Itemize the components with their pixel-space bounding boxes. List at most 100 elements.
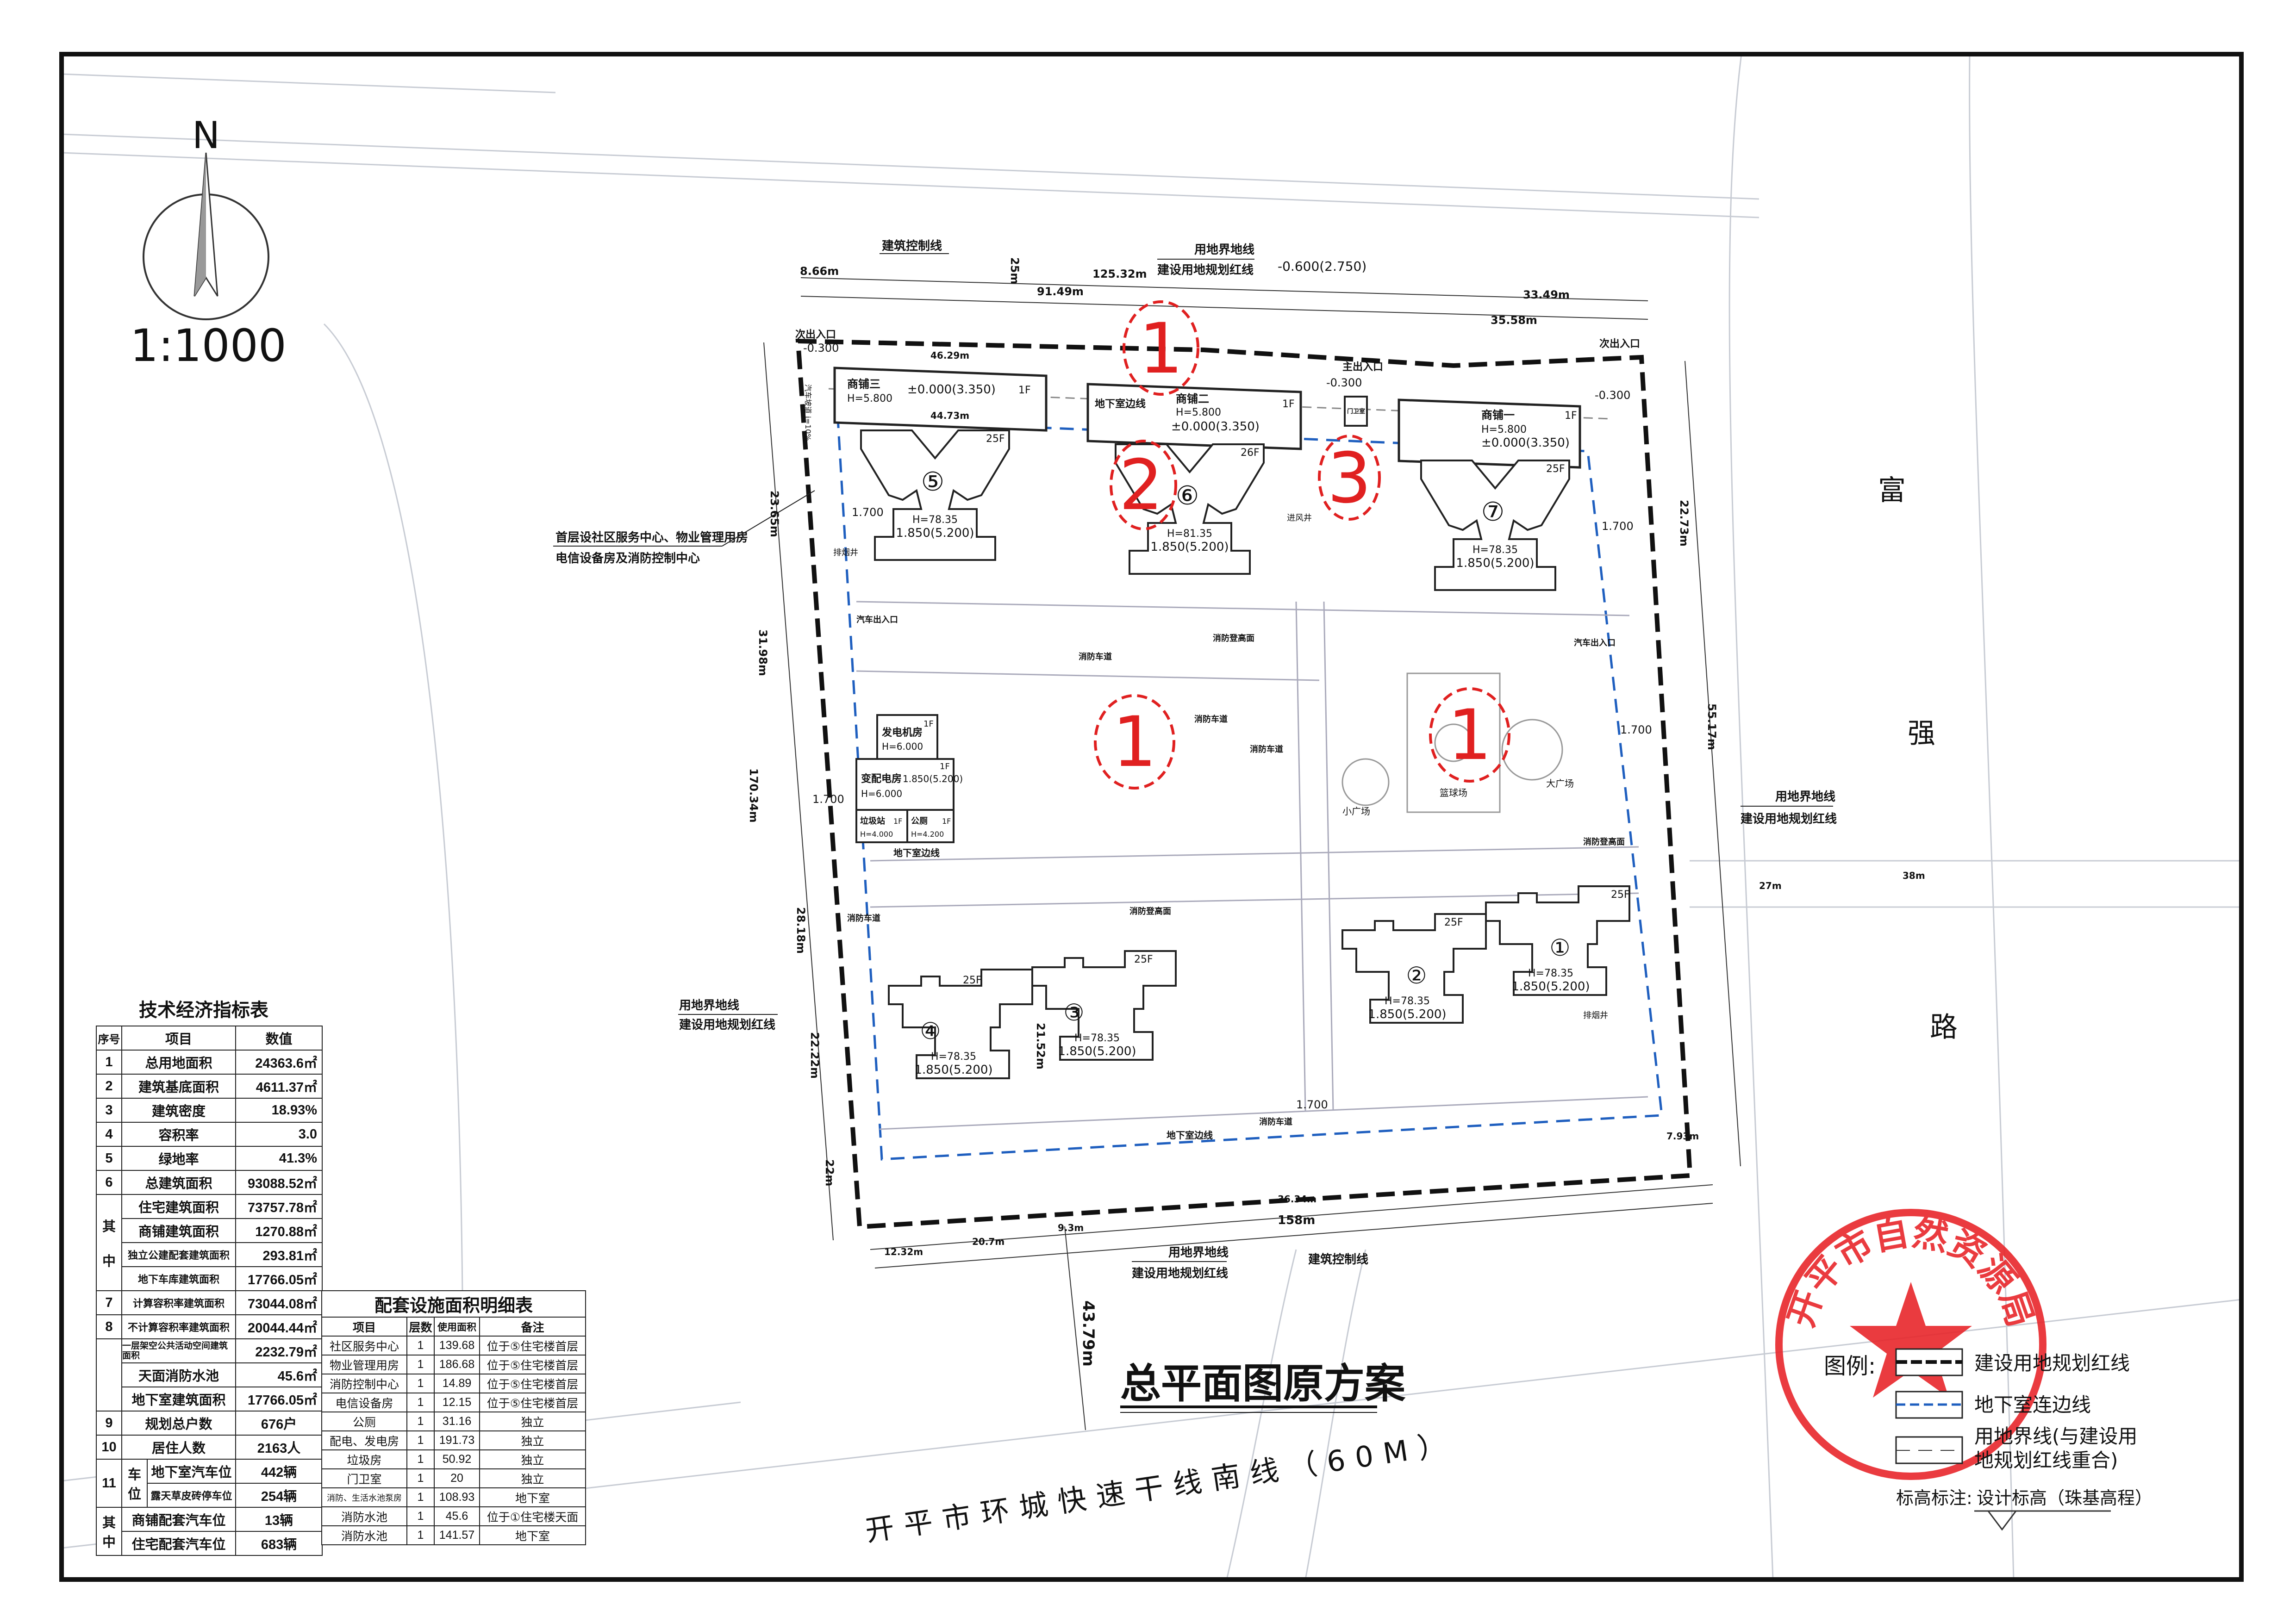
svg-text:H=81.35: H=81.35 [1167,528,1212,540]
svg-text:H=5.800: H=5.800 [1481,424,1527,435]
svg-text:22.22m: 22.22m [808,1032,821,1079]
svg-text:变配电房: 变配电房 [861,773,902,785]
svg-text:建设用地规划红线: 建设用地规划红线 [679,1018,775,1032]
basement-edge-line [836,417,1663,1161]
planning-red-line [795,338,1693,1230]
basement-edge-label: 地下室边线 [1095,398,1146,410]
svg-text:1F: 1F [1565,410,1577,422]
review-marker-numbers: 1 2 3 1 1 [1112,309,1491,783]
dimension-lines [763,277,1741,1430]
svg-text:1.850(5.200): 1.850(5.200) [1368,1007,1446,1021]
facility-name: 门卫室 [321,1468,407,1488]
facility-name: 垃圾房 [321,1449,407,1469]
svg-text:设计标高（珠基高程）: 设计标高（珠基高程） [1977,1488,2152,1508]
svg-text:1.850(5.200): 1.850(5.200) [914,1063,992,1077]
svg-text:③: ③ [1064,999,1085,1026]
svg-text:消防车道: 消防车道 [1079,652,1112,662]
remark: 位于⑤住宅楼首层 [479,1393,586,1412]
svg-text:标高标注:: 标高标注: [1896,1488,1972,1508]
svg-text:H=5.800: H=5.800 [847,393,892,404]
svg-text:地下室边线: 地下室边线 [1167,1130,1213,1141]
svg-text:1F: 1F [893,817,902,826]
svg-text:7.93m: 7.93m [1666,1131,1699,1142]
svg-text:23.65m: 23.65m [768,491,781,537]
svg-text:1: 1 [1139,309,1183,389]
svg-text:商铺二: 商铺二 [1176,392,1209,405]
floors: 1 [406,1336,435,1356]
svg-text:31.98m: 31.98m [756,629,769,676]
svg-text:公厕: 公厕 [911,816,928,826]
svg-text:25F: 25F [1546,463,1565,475]
svg-text:排烟井: 排烟井 [1583,1011,1608,1020]
remark: 位于⑤住宅楼首层 [479,1374,586,1393]
tower-3: ③ 25F H=78.35 1.850(5.200) [1031,950,1177,1061]
svg-text:1.700: 1.700 [1296,1098,1328,1111]
svg-text:25F: 25F [963,975,982,986]
svg-text:25m: 25m [1008,257,1021,284]
tower-4: ④ 25F H=78.35 1.850(5.200) [888,969,1033,1079]
svg-text:±0.000(3.350): ±0.000(3.350) [907,383,996,397]
svg-text:46.29m: 46.29m [930,350,969,361]
scale-label: 1:1000 [130,320,287,372]
svg-text:1.850(5.200): 1.850(5.200) [903,773,963,784]
aux-buildings: 发电机房 H=6.000 1F 变配电房 1.850(5.200) H=6.00… [855,714,963,843]
svg-text:汽车出入口: 汽车出入口 [856,615,898,625]
svg-text:1F: 1F [923,719,934,729]
usable-area: 12.15 [434,1393,480,1412]
svg-text:地规划红线重合): 地规划红线重合) [1974,1449,2118,1472]
svg-text:垃圾站: 垃圾站 [860,816,885,826]
svg-text:次出入口: 次出入口 [795,329,836,341]
svg-text:1.700: 1.700 [1602,520,1634,533]
usable-area: 108.93 [434,1487,480,1507]
floors: 1 [406,1506,435,1526]
svg-text:±0.000(3.350): ±0.000(3.350) [1481,436,1570,450]
internal-roads [856,601,1648,1130]
remark: 独立 [479,1449,586,1469]
svg-text:33.49m: 33.49m [1523,288,1570,301]
svg-text:43.79m: 43.79m [1079,1300,1098,1367]
svg-text:28.18m: 28.18m [794,907,807,954]
svg-text:用地界地线: 用地界地线 [1775,790,1835,804]
plan-labels: 次出入口 次出入口 主出入口 汽车出入口 汽车出入口 地下室边线 地下室边线 消… [795,329,1652,1141]
svg-text:±0.000(3.350): ±0.000(3.350) [1171,420,1260,434]
drawing-frame [59,52,2244,1582]
svg-text:2: 2 [1119,445,1163,526]
remark: 独立 [479,1430,586,1450]
leader-annotations: 建筑控制线 用地界地线 建设用地规划红线 -0.600(2.750) 首层设社区… [553,239,1837,1281]
svg-text:1F: 1F [1018,385,1031,396]
svg-text:1.700: 1.700 [1620,723,1652,736]
svg-text:H=78.35: H=78.35 [1385,995,1430,1007]
facility-name: 电信设备房 [321,1393,407,1412]
landscape [1341,672,1563,813]
svg-text:进风井: 进风井 [1287,513,1312,523]
facility-name: 配电、发电房 [321,1430,407,1450]
legend-title: 图例: [1824,1353,1876,1379]
remark: 地下室 [479,1487,586,1507]
usable-area: 191.73 [434,1430,480,1450]
svg-text:用地界地线: 用地界地线 [1194,243,1254,257]
svg-text:27m: 27m [1759,880,1782,891]
svg-text:36.34m: 36.34m [1278,1194,1316,1205]
svg-text:H=78.35: H=78.35 [1472,544,1518,556]
svg-text:26F: 26F [1241,447,1260,459]
svg-text:富: 富 [1878,474,1906,507]
usable-area: 139.68 [434,1336,480,1356]
facility-name: 公厕 [321,1412,407,1431]
usable-area: 20 [434,1468,480,1488]
svg-text:建设用地规划红线: 建设用地规划红线 [1157,263,1254,277]
svg-text:小广场: 小广场 [1342,806,1370,817]
svg-text:35.58m: 35.58m [1491,314,1537,327]
svg-text:用地界线(与建设用: 用地界线(与建设用 [1974,1425,2137,1448]
